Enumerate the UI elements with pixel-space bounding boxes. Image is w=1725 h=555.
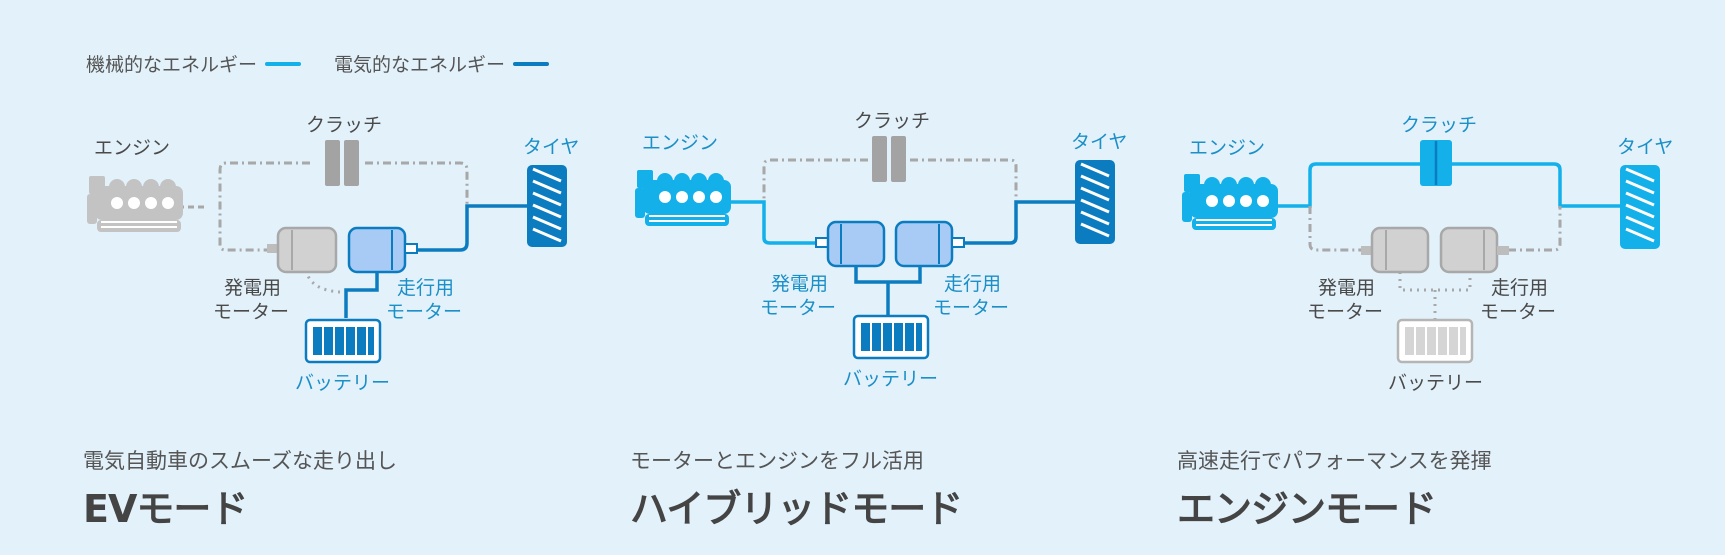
hybrid-clutch-icon <box>872 136 906 182</box>
hybrid-tire-label: タイヤ <box>1071 131 1127 153</box>
hybrid-engine-icon <box>635 170 731 226</box>
ev-clutch-label: クラッチ <box>306 114 382 136</box>
ev-drive-label-2: モーター <box>386 301 462 323</box>
legend-electrical-label: 電気的なエネルギー <box>334 54 506 76</box>
legend-electrical-swatch <box>513 61 550 66</box>
engine-mode-subtitle: 高速走行でパフォーマンスを発揮 <box>1177 449 1492 473</box>
engine-mode-engine-label: エンジン <box>1189 137 1265 159</box>
ev-battery-icon <box>304 318 382 364</box>
hybrid-engine-label: エンジン <box>642 132 718 154</box>
engine-mode-generator-label-2: モーター <box>1307 301 1383 323</box>
ev-mode-subtitle: 電気自動車のスムーズな走り出し <box>83 449 397 473</box>
engine-mode-generator-label-1: 発電用 <box>1318 277 1375 299</box>
ev-battery-label: バッテリー <box>295 372 390 394</box>
hybrid-battery-label: バッテリー <box>843 368 938 390</box>
hybrid-generator-label-1: 発電用 <box>771 273 828 295</box>
engine-mode-clutch-icon <box>1420 140 1452 186</box>
engine-mode-diagram: エンジン クラッチ タイヤ 発電用 モーター 走行用 モーター バッテリー <box>1182 114 1673 394</box>
ev-generator-motor-icon <box>267 226 338 274</box>
hybrid-mode-subtitle: モーターとエンジンをフル活用 <box>630 449 924 473</box>
engine-mode-drive-label-2: モーター <box>1480 301 1556 323</box>
hybrid-mode-diagram: エンジン クラッチ タイヤ 発電用 モーター 走行用 モーター バッテリー <box>635 110 1127 390</box>
legend-electrical: 電気的なエネルギー <box>334 50 550 77</box>
legend-mechanical-label: 機械的なエネルギー <box>86 54 258 76</box>
legend-mechanical: 機械的なエネルギー <box>86 50 302 77</box>
hybrid-battery-icon <box>852 314 930 360</box>
hybrid-drive-label-2: モーター <box>933 297 1009 319</box>
ev-drive-label-1: 走行用 <box>397 277 454 299</box>
engine-mode-battery-label: バッテリー <box>1388 372 1483 394</box>
hybrid-tire-icon <box>1075 160 1115 244</box>
ev-clutch-icon <box>325 140 359 186</box>
ev-tire-icon <box>527 165 567 247</box>
engine-mode-drive-motor-icon <box>1439 226 1509 274</box>
ev-mode-title: EVモード <box>83 487 248 531</box>
ev-generator-label-2: モーター <box>213 301 289 323</box>
ev-mode-diagram: エンジン クラッチ タイヤ 発電用 モーター 走行用 モーター バッテリー <box>87 114 579 394</box>
hybrid-drive-motor-icon <box>894 220 965 268</box>
hybrid-clutch-label: クラッチ <box>854 110 930 132</box>
ev-engine-label: エンジン <box>94 137 170 159</box>
legend-mechanical-swatch <box>265 61 302 66</box>
engine-mode-tire-icon <box>1620 165 1660 249</box>
hybrid-generator-label-2: モーター <box>760 297 836 319</box>
ev-drive-motor-icon <box>347 226 418 274</box>
engine-mode-generator-motor-icon <box>1361 226 1430 274</box>
engine-mode-engine-icon <box>1182 174 1278 230</box>
engine-mode-clutch-label: クラッチ <box>1401 114 1477 136</box>
ev-generator-label-1: 発電用 <box>224 277 281 299</box>
hybrid-drive-label-1: 走行用 <box>944 273 1001 295</box>
hybrid-mode-title: ハイブリッドモード <box>630 487 963 531</box>
engine-mode-battery-icon <box>1396 318 1474 364</box>
engine-mode-title: エンジンモード <box>1177 487 1437 531</box>
engine-mode-tire-label: タイヤ <box>1617 136 1673 158</box>
engine-mode-drive-label-1: 走行用 <box>1491 277 1548 299</box>
ev-engine-icon <box>87 176 183 232</box>
hybrid-generator-motor-icon <box>815 220 886 268</box>
ev-tire-label: タイヤ <box>523 136 579 158</box>
